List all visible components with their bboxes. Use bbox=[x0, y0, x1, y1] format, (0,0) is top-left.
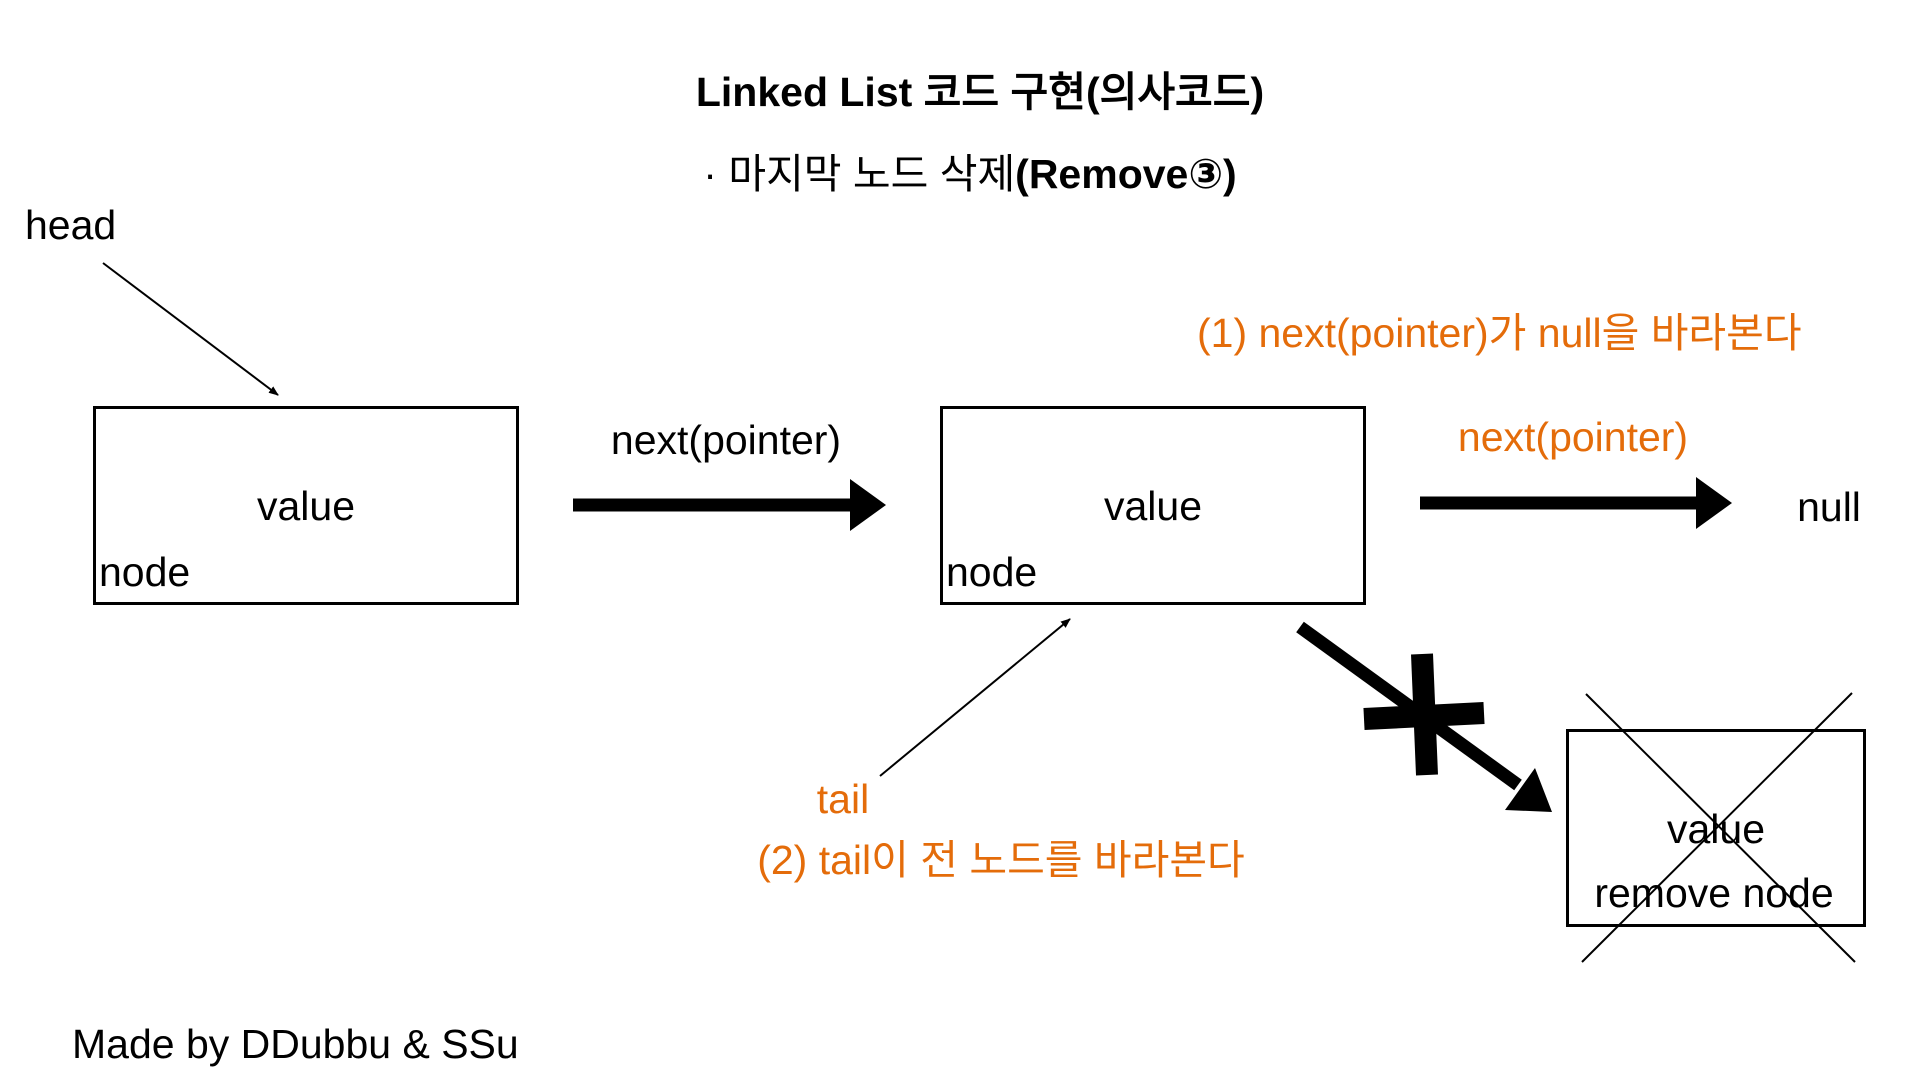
pointer-label-2: next(pointer) bbox=[1457, 414, 1689, 460]
subtitle-text: 마지막 노드 삭제 bbox=[728, 151, 1016, 197]
node-1-label: node bbox=[99, 549, 191, 595]
subtitle-bold-suffix: (Remove③) bbox=[1015, 151, 1237, 197]
page-title: Linked List 코드 구현(의사코드) bbox=[695, 69, 1265, 115]
node-box-1 bbox=[93, 406, 519, 605]
subtitle: · 마지막 노드 삭제(Remove③) bbox=[703, 154, 1236, 195]
node-box-removed bbox=[1566, 729, 1866, 927]
node-2-label: node bbox=[946, 549, 1038, 595]
pointer-label-1: next(pointer) bbox=[610, 417, 842, 463]
footer-credit: Made by DDubbu & SSu bbox=[72, 1021, 519, 1067]
node-1-value: value bbox=[256, 483, 356, 529]
head-pointer-arrow bbox=[102, 262, 279, 396]
node-2-value: value bbox=[1103, 483, 1203, 529]
tail-label: tail bbox=[816, 776, 870, 822]
annotation-1: (1) next(pointer)가 null을 바라본다 bbox=[1197, 310, 1802, 356]
removed-node-label: remove node bbox=[1594, 870, 1834, 916]
cut-link-mark bbox=[1363, 653, 1485, 776]
node-box-2 bbox=[940, 406, 1366, 605]
removed-node-cross bbox=[1581, 692, 1856, 963]
tail-pointer-arrow bbox=[879, 618, 1071, 777]
next-pointer-arrow-1 bbox=[573, 479, 886, 531]
annotation-2: (2) tail이 전 노드를 바라본다 bbox=[757, 837, 1245, 883]
head-label: head bbox=[25, 202, 117, 248]
subtitle-bullet: · bbox=[703, 151, 717, 197]
null-label: null bbox=[1797, 484, 1861, 530]
next-pointer-arrow-2 bbox=[1420, 477, 1732, 529]
